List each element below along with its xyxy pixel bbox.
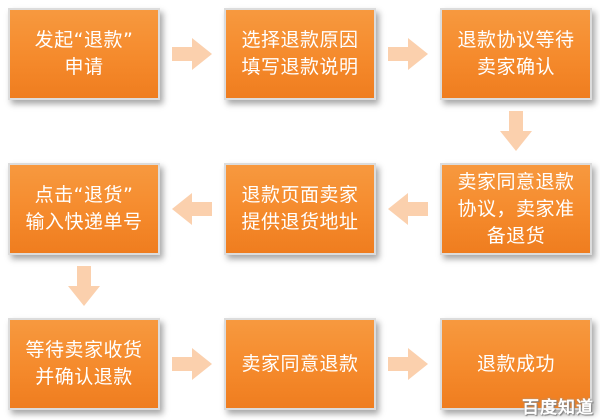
step-line: 退款成功	[476, 352, 555, 375]
baidu-zhidao-watermark: 百度知道	[522, 398, 594, 418]
arrow-down-icon	[68, 266, 100, 306]
step-line: 填写退款说明	[241, 56, 359, 78]
step-line: 等待卖家收货	[25, 339, 143, 361]
step-line: 点击“退货”	[34, 184, 134, 206]
step-line: 退款页面卖家	[241, 184, 359, 206]
step-line: 卖家同意退款	[241, 352, 359, 375]
step-line: 发起“退款”	[34, 29, 134, 51]
step-line: 退款协议等待	[457, 29, 575, 51]
step-line: 选择退款原因	[241, 29, 359, 51]
step-line: 备退货	[486, 224, 546, 247]
step-refund-success: 退款成功	[440, 318, 592, 410]
arrow-left-icon	[172, 193, 212, 225]
step-await-receipt: 等待卖家收货 并确认退款	[8, 318, 160, 410]
step-line: 输入快递单号	[25, 211, 143, 233]
step-seller-agrees-return: 卖家同意退款 协议，卖家准 备退货	[440, 163, 592, 255]
step-return-address: 退款页面卖家 提供退货地址	[224, 163, 376, 255]
step-line: 并确认退款	[35, 366, 133, 388]
step-initiate-refund: 发起“退款” 申请	[8, 8, 160, 100]
step-line: 卖家确认	[476, 56, 555, 78]
step-await-seller-confirm: 退款协议等待 卖家确认	[440, 8, 592, 100]
step-line: 协议，卖家准	[457, 197, 575, 220]
arrow-down-icon	[500, 111, 532, 151]
arrow-right-icon	[388, 348, 428, 380]
step-seller-approves-refund: 卖家同意退款	[224, 318, 376, 410]
step-select-reason: 选择退款原因 填写退款说明	[224, 8, 376, 100]
arrow-right-icon	[172, 38, 212, 70]
step-enter-tracking: 点击“退货” 输入快递单号	[8, 163, 160, 255]
step-line: 卖家同意退款	[457, 170, 575, 193]
arrow-right-icon	[388, 38, 428, 70]
arrow-left-icon	[388, 193, 428, 225]
step-line: 申请	[64, 56, 104, 78]
arrow-right-icon	[172, 348, 212, 380]
step-line: 提供退货地址	[241, 211, 359, 233]
